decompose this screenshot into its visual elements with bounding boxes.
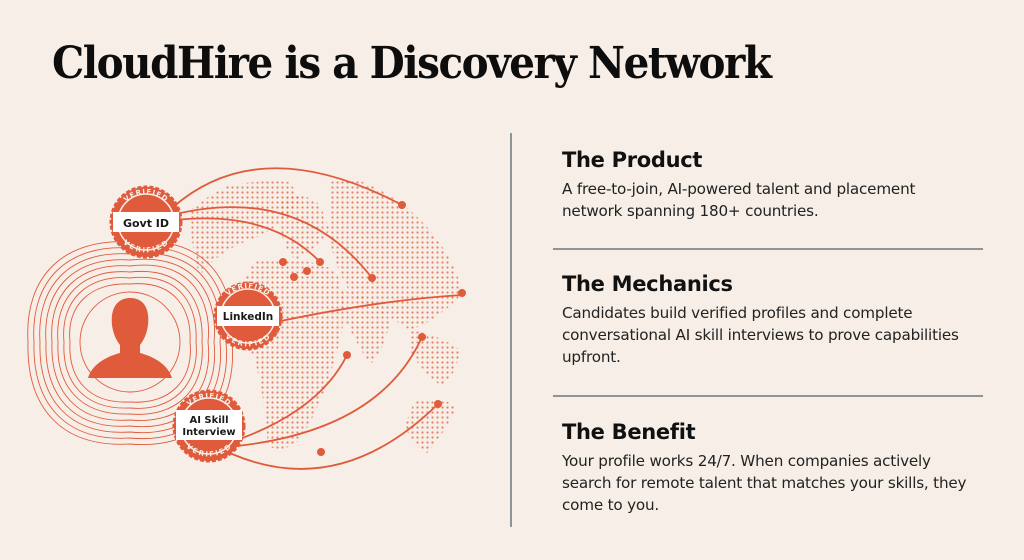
person-silhouette-icon: [82, 294, 178, 390]
section-heading: The Benefit: [562, 420, 696, 444]
section-mechanics: The Mechanics Candidates build verified …: [562, 272, 992, 368]
section-heading: The Mechanics: [562, 272, 733, 296]
page-title: CloudHire is a Discovery Network: [52, 38, 772, 89]
section-body: Candidates build verified profiles and c…: [562, 304, 959, 366]
connection-arcs: [171, 167, 463, 470]
section-body: Your profile works 24/7. When companies …: [562, 452, 967, 514]
discovery-network-illustration: VERIFIED VERIFIED Govt ID VERIFIED VERIF…: [0, 120, 500, 560]
section-benefit: The Benefit Your profile works 24/7. Whe…: [562, 420, 992, 516]
svg-text:LinkedIn: LinkedIn: [223, 311, 274, 323]
section-heading: The Product: [562, 148, 703, 172]
vertical-divider: [510, 133, 512, 527]
location-markers: [279, 201, 466, 456]
badge-govt-id: VERIFIED VERIFIED Govt ID: [109, 185, 183, 259]
badge-linkedin: VERIFIED VERIFIED LinkedIn: [213, 281, 283, 351]
section-product: The Product A free-to-join, AI-powered t…: [562, 148, 992, 222]
horizontal-divider: [553, 395, 983, 397]
svg-text:Interview: Interview: [182, 427, 235, 438]
svg-text:AI Skill: AI Skill: [189, 415, 228, 426]
badge-ai-skill-interview: VERIFIED VERIFIED AI Skill Interview: [172, 389, 246, 463]
horizontal-divider: [553, 248, 983, 250]
section-body: A free-to-join, AI-powered talent and pl…: [562, 180, 916, 220]
svg-text:Govt ID: Govt ID: [123, 217, 169, 230]
